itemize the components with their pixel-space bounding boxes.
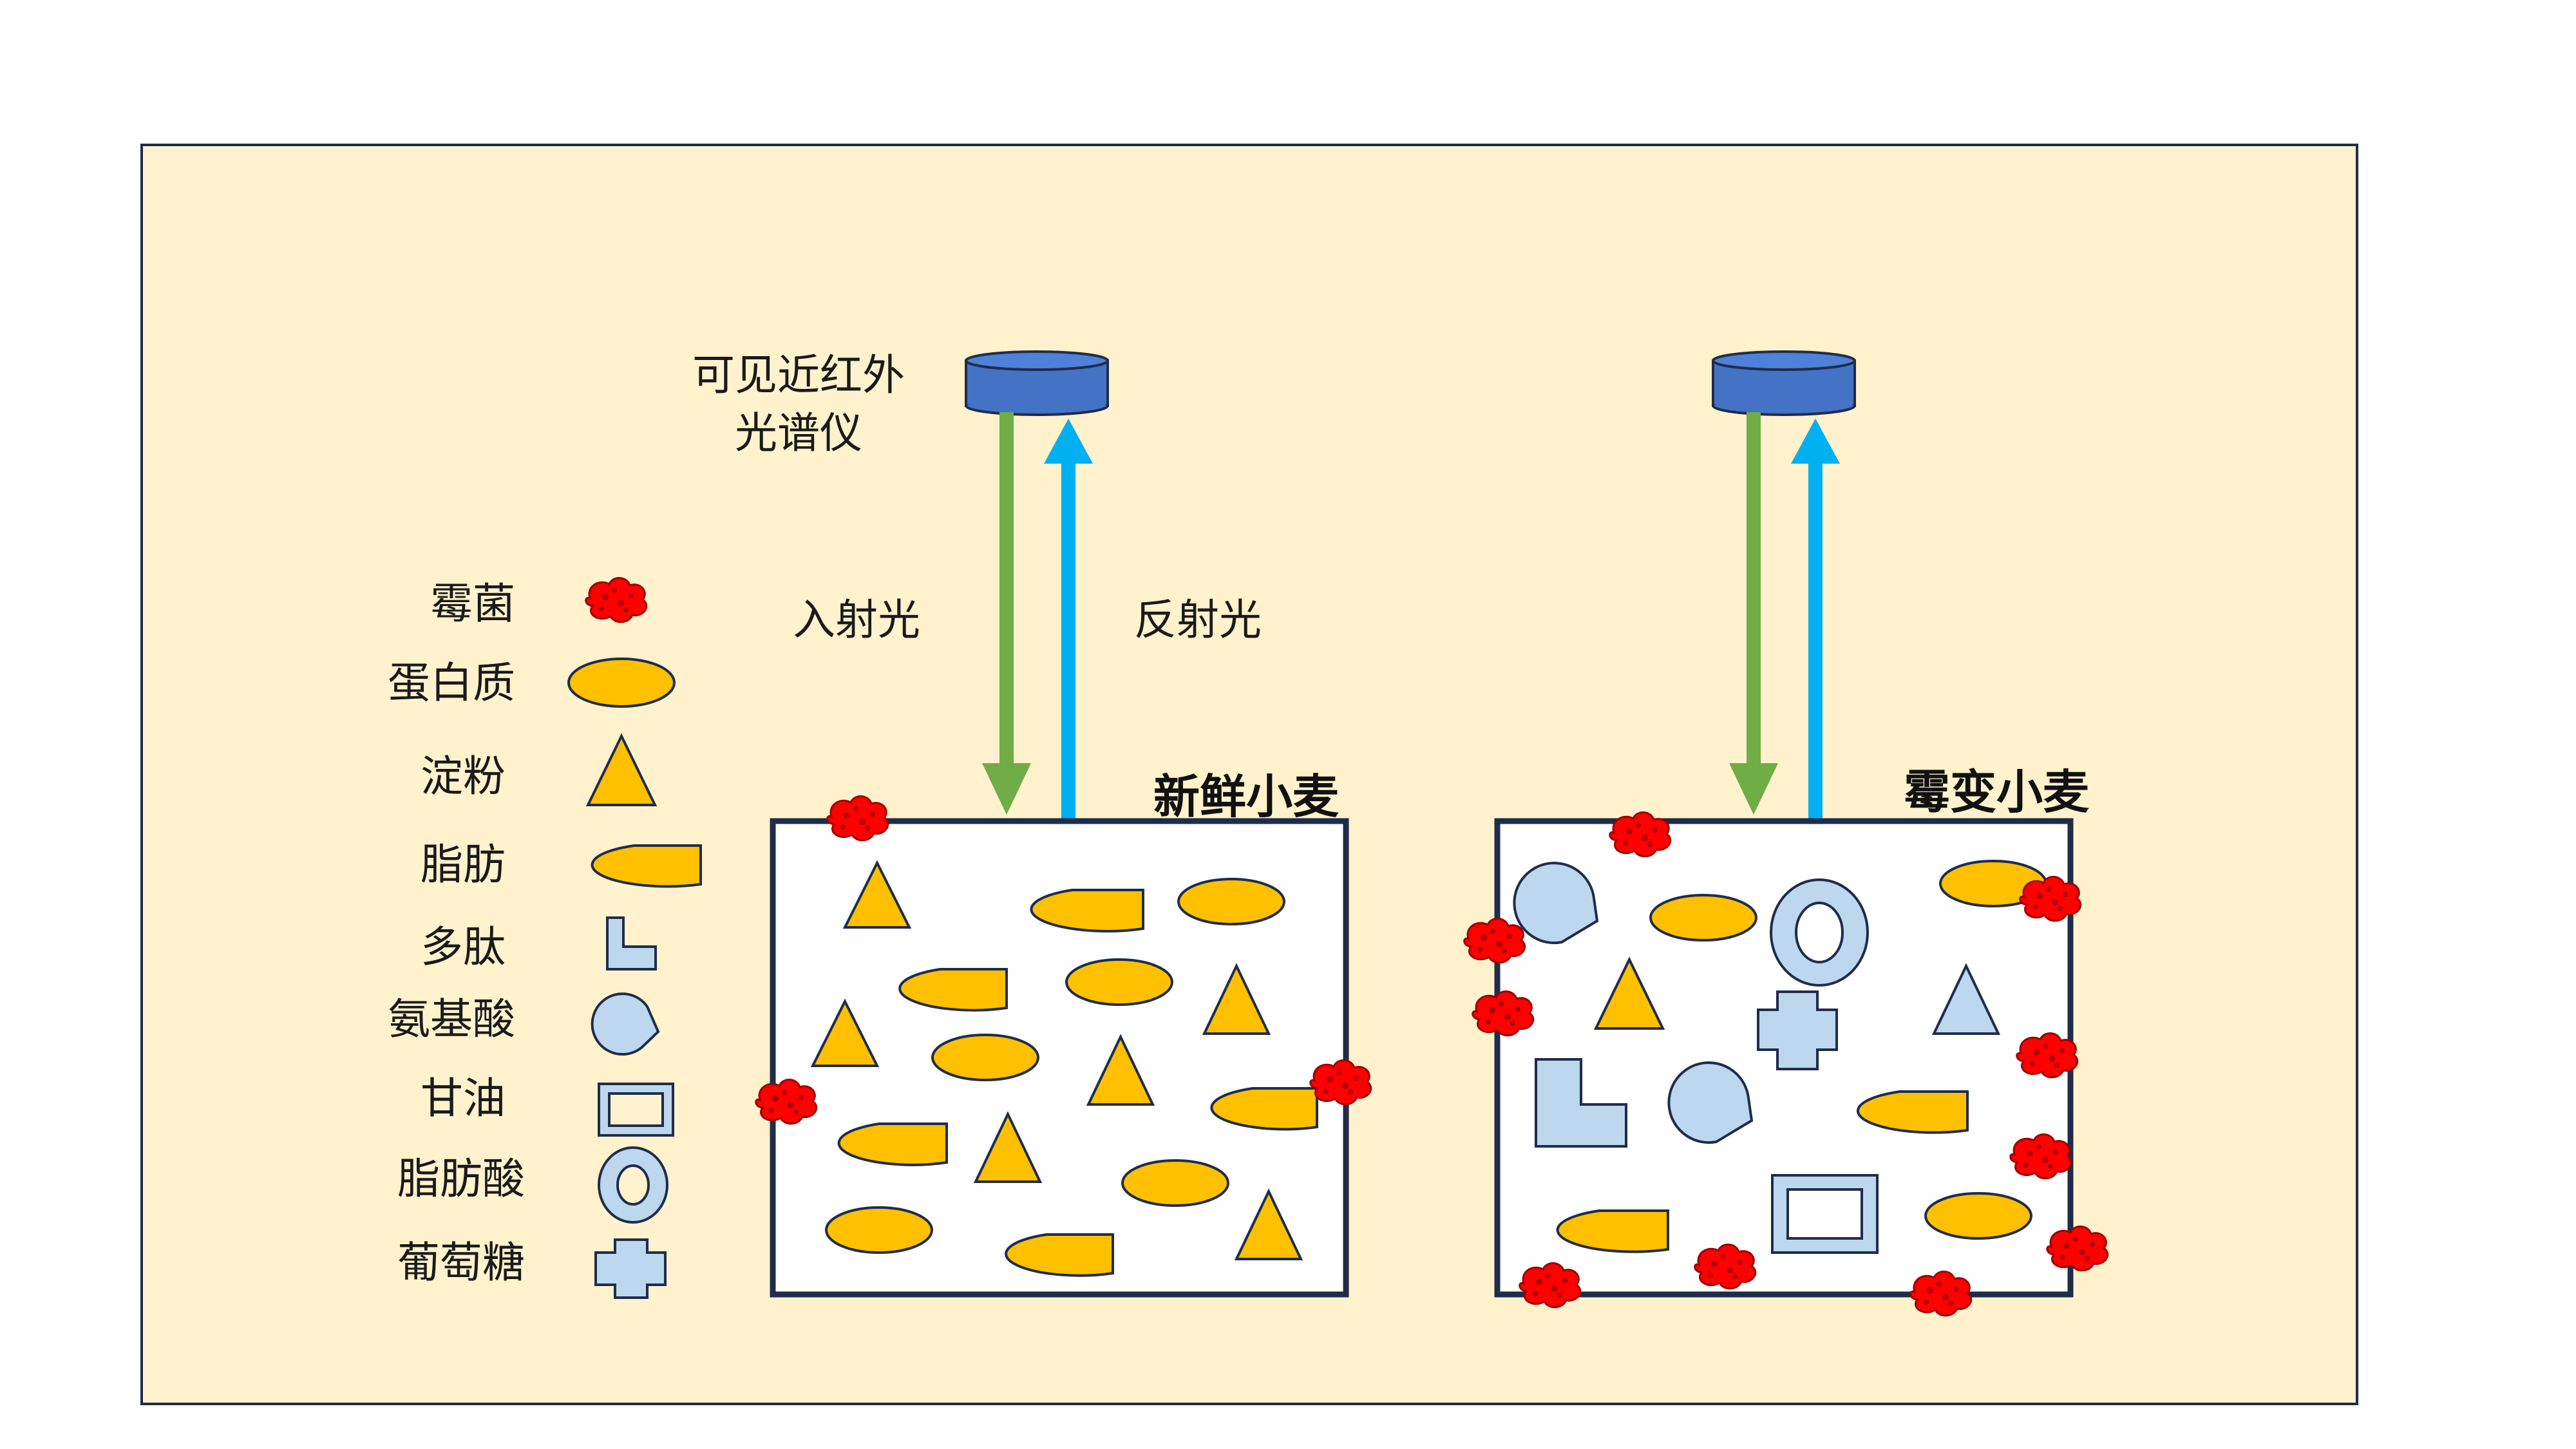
legend-label-fatty-acid: 脂肪酸	[397, 1154, 525, 1204]
incident-arrow-left	[982, 412, 1031, 815]
legend-label-amino-acid: 氨基酸	[388, 994, 515, 1044]
protein-ellipse	[1177, 878, 1285, 925]
mold-spot	[1519, 1262, 1582, 1309]
mold-spot	[1472, 990, 1535, 1037]
starch-triangle	[1234, 1188, 1303, 1260]
mold-icon	[585, 576, 648, 623]
starch-triangle	[810, 998, 880, 1067]
peptide-l-shape	[1535, 1058, 1627, 1148]
legend-label-fat: 脂肪	[421, 840, 506, 889]
mold-spot	[1309, 1059, 1372, 1106]
mold-spot	[2019, 875, 2082, 922]
mold-spot	[755, 1078, 818, 1125]
starch-triangle	[1086, 1034, 1155, 1106]
ring-icon	[597, 1146, 669, 1224]
starch-triangle	[973, 1111, 1043, 1183]
starch-triangle	[1593, 956, 1665, 1030]
fresh-wheat-box	[770, 818, 1349, 1298]
protein-ellipse	[1649, 894, 1757, 942]
mold-spot	[1909, 1270, 1973, 1317]
glycerol-frame	[1771, 1174, 1879, 1254]
starch-triangle	[1202, 963, 1271, 1035]
protein-ellipse	[1065, 958, 1173, 1006]
mold-spot	[826, 795, 889, 842]
legend-label-starch: 淀粉	[421, 752, 506, 801]
triangle-icon	[585, 733, 658, 806]
legend-label-mold: 霉菌	[430, 579, 515, 629]
amino-acid-shape	[1667, 1061, 1754, 1144]
cross-icon	[594, 1238, 667, 1299]
protein-ellipse	[825, 1206, 933, 1254]
reflected-arrow-left	[1044, 419, 1093, 821]
protein-ellipse	[1121, 1159, 1229, 1207]
fat-shape	[898, 968, 1008, 1012]
rectangle-frame-icon	[598, 1083, 674, 1137]
fat-shape	[1030, 889, 1144, 933]
fat-shape	[1210, 1087, 1318, 1131]
legend-label-glycerol: 甘油	[421, 1074, 506, 1123]
incident-light-label: 入射光	[793, 595, 920, 645]
fat-shape	[1005, 1233, 1114, 1277]
pacman-icon	[591, 992, 660, 1056]
ellipse-icon	[567, 658, 676, 708]
legend: 霉菌 蛋白质 淀粉 脂肪 多肽 氨基酸 甘油 脂肪酸 葡萄糖	[388, 576, 702, 1299]
moldy-wheat-box	[1494, 818, 2074, 1298]
legend-label-protein: 蛋白质	[388, 658, 515, 708]
mold-spot	[1609, 811, 1672, 858]
spectrometer-icon-left	[965, 350, 1109, 416]
mold-spot	[2046, 1225, 2109, 1272]
starch-triangle	[1931, 963, 2001, 1035]
amino-acid-shape	[1513, 862, 1599, 945]
protein-ellipse	[1924, 1192, 2032, 1240]
mold-spot	[2016, 1032, 2079, 1079]
incident-arrow-right	[1729, 412, 1778, 815]
fresh-wheat-title: 新鲜小麦	[1153, 770, 1339, 824]
fatty-acid-ring	[1769, 878, 1870, 987]
l-shape-icon	[606, 916, 657, 971]
fat-shape	[837, 1122, 948, 1166]
half-ellipse-icon	[591, 844, 702, 888]
mold-spot	[1463, 917, 1526, 964]
mold-spot	[2009, 1133, 2072, 1180]
spectrometer-label-line1: 可见近红外	[692, 350, 905, 400]
legend-label-glucose: 葡萄糖	[397, 1238, 525, 1287]
starch-triangle	[842, 860, 912, 929]
spectrometer-icon-right	[1712, 350, 1856, 416]
moldy-wheat-title: 霉变小麦	[1904, 765, 2089, 819]
mold-spot	[1694, 1243, 1757, 1290]
reflected-light-label: 反射光	[1134, 595, 1262, 645]
legend-label-peptide: 多肽	[421, 922, 506, 972]
glucose-cross	[1757, 990, 1838, 1070]
reflected-arrow-right	[1791, 419, 1840, 821]
fat-shape	[1857, 1090, 1969, 1134]
fat-shape	[1556, 1209, 1669, 1253]
spectrometer-label-line2: 光谱仪	[735, 408, 862, 458]
protein-ellipse	[931, 1034, 1039, 1081]
